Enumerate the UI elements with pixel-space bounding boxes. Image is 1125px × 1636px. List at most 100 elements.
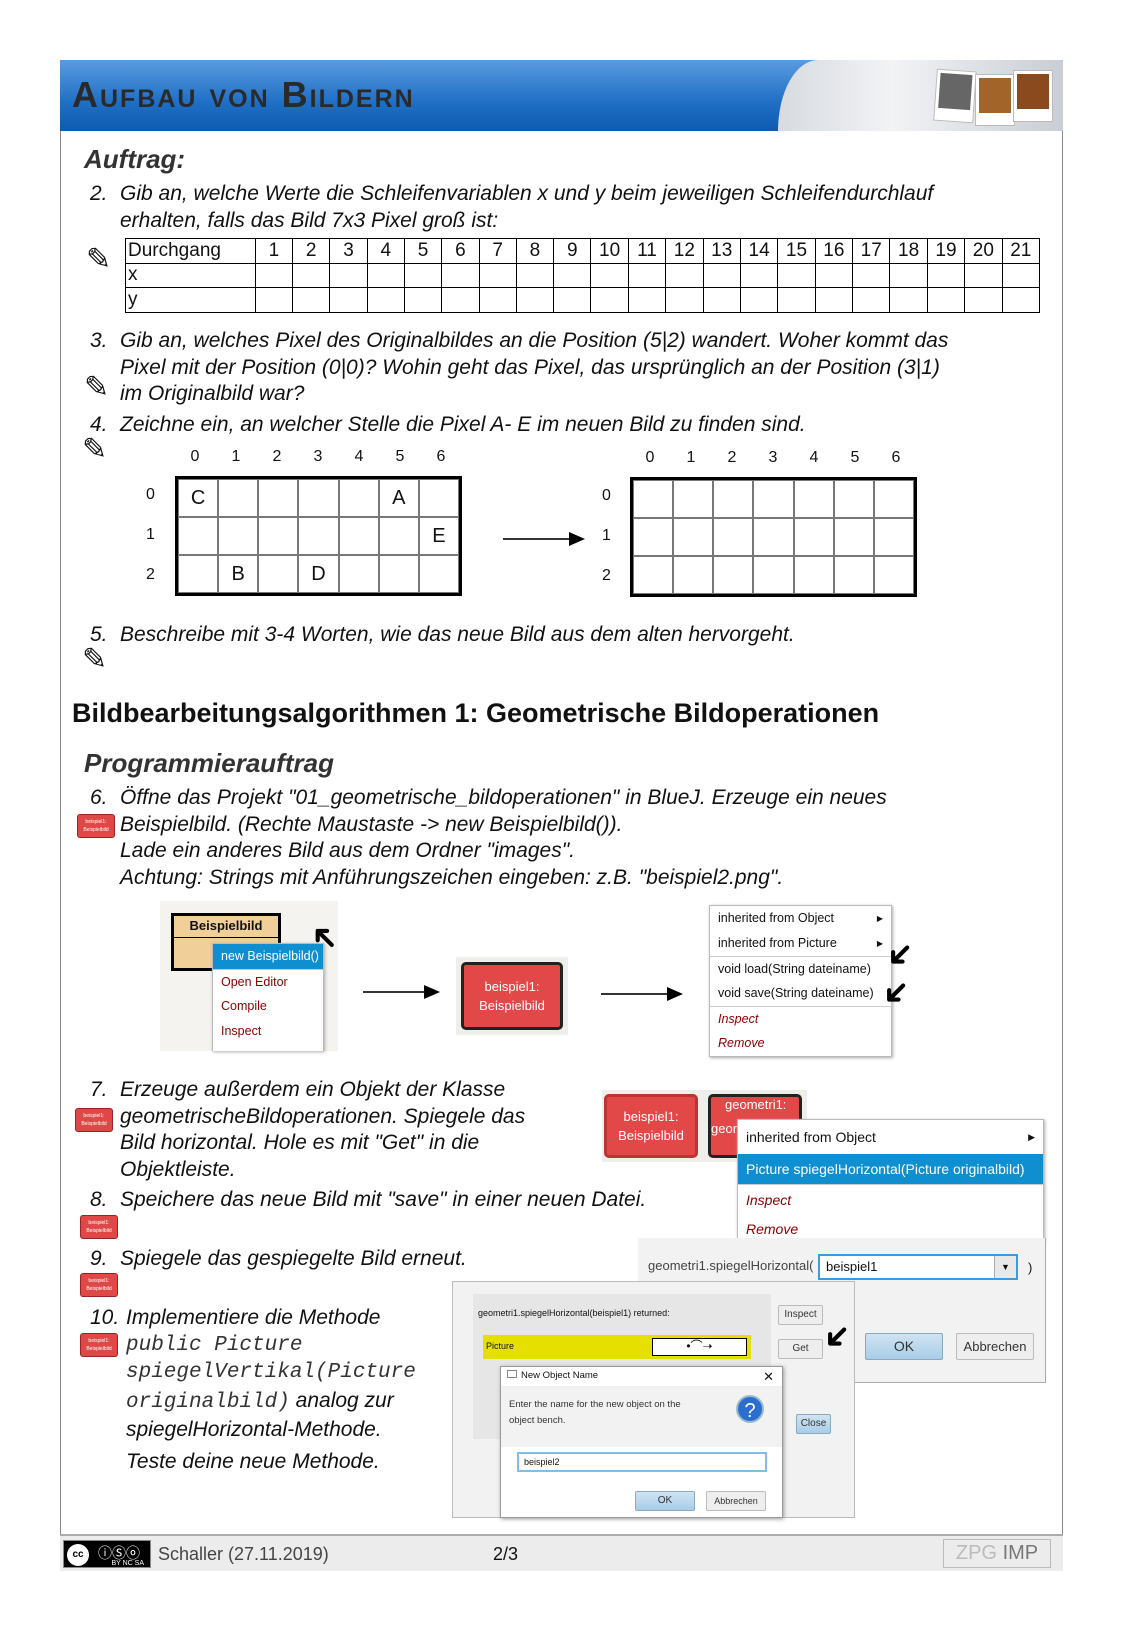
pixel-cell[interactable] — [713, 556, 754, 594]
pixel-cell[interactable] — [753, 518, 794, 556]
pixel-cell[interactable] — [873, 518, 914, 556]
answer-cell[interactable] — [665, 287, 704, 313]
answer-cell[interactable] — [702, 287, 741, 313]
class-name: Beispielbild — [174, 916, 278, 938]
answer-cell[interactable] — [254, 287, 294, 313]
menu-open-editor[interactable]: Open Editor — [213, 969, 323, 994]
cancel-button[interactable]: Abbrechen — [706, 1491, 766, 1511]
menu-label: inherited from Picture — [718, 936, 837, 950]
pixel-cell[interactable] — [793, 518, 834, 556]
answer-cell[interactable] — [889, 262, 928, 288]
answer-cell[interactable] — [926, 287, 966, 313]
pixel-cell — [218, 517, 259, 555]
answer-cell[interactable] — [964, 287, 1003, 313]
answer-cell[interactable] — [852, 287, 891, 313]
pixel-cell — [258, 479, 299, 517]
menu-inspect[interactable]: Inspect — [710, 1006, 891, 1031]
answer-cell[interactable] — [329, 262, 368, 288]
pixel-cell[interactable] — [633, 480, 674, 518]
answer-cell[interactable] — [403, 262, 443, 288]
pixel-cell[interactable] — [713, 480, 754, 518]
menu-inherited-object[interactable]: inherited from Object▶ — [738, 1120, 1043, 1154]
row-label: 1 — [602, 527, 611, 544]
menu-remove[interactable]: Remove — [718, 1036, 765, 1050]
result-row[interactable]: Picture•⌒➝ — [483, 1335, 751, 1359]
answer-cell[interactable] — [1001, 287, 1041, 313]
answer-cell[interactable] — [777, 287, 816, 313]
pixel-cell[interactable] — [673, 556, 714, 594]
ok-button[interactable]: OK — [635, 1491, 695, 1511]
pixel-cell[interactable] — [873, 556, 914, 594]
menu-save[interactable]: void save(String dateiname) — [718, 986, 874, 1000]
parameter-input[interactable]: beispiel1▼ — [818, 1254, 1018, 1280]
pixel-cell[interactable] — [793, 480, 834, 518]
pixel-cell[interactable] — [753, 480, 794, 518]
object-beispiel1[interactable]: beispiel1:Beispielbild — [461, 962, 563, 1030]
answer-cell[interactable] — [814, 262, 854, 288]
answer-cell[interactable] — [292, 262, 331, 288]
pixel-cell[interactable] — [713, 518, 754, 556]
answer-cell[interactable] — [665, 262, 704, 288]
menu-compile[interactable]: Compile — [221, 999, 267, 1013]
pixel-cell[interactable] — [753, 556, 794, 594]
menu-new-beispielbild[interactable]: new Beispielbild() — [213, 944, 323, 969]
answer-cell[interactable] — [590, 287, 629, 313]
dropdown-arrow-icon[interactable]: ▼ — [994, 1256, 1016, 1278]
subsection-heading: Programmierauftrag — [84, 748, 334, 778]
close-icon[interactable]: ✕ — [763, 1369, 774, 1384]
get-button[interactable]: Get — [778, 1339, 823, 1359]
pixel-cell[interactable] — [633, 518, 674, 556]
answer-cell[interactable] — [814, 287, 854, 313]
pixel-cell[interactable] — [633, 556, 674, 594]
answer-cell[interactable] — [254, 262, 294, 288]
answer-cell[interactable] — [441, 287, 480, 313]
menu-inherited-object[interactable]: inherited from Object▶ — [710, 906, 891, 931]
pixel-cell[interactable] — [793, 556, 834, 594]
pixel-cell[interactable] — [873, 480, 914, 518]
menu-inspect[interactable]: Inspect — [221, 1024, 262, 1038]
menu-inherited-picture[interactable]: inherited from Picture▶ — [710, 931, 891, 956]
menu-remove[interactable]: Remove — [746, 1221, 799, 1237]
answer-cell[interactable] — [553, 262, 592, 288]
pixel-cell[interactable] — [833, 480, 874, 518]
pixel-cell[interactable] — [833, 556, 874, 594]
answer-cell[interactable] — [926, 262, 966, 288]
answer-cell[interactable] — [478, 287, 517, 313]
answer-cell[interactable] — [852, 262, 891, 288]
answer-cell[interactable] — [366, 287, 405, 313]
pixel-cell[interactable] — [833, 518, 874, 556]
answer-cell[interactable] — [292, 287, 331, 313]
answer-cell[interactable] — [627, 287, 667, 313]
inspect-button[interactable]: Inspect — [778, 1305, 823, 1325]
answer-cell[interactable] — [366, 262, 405, 288]
menu-inspect[interactable]: Inspect — [738, 1184, 1043, 1214]
task-2: 2. Gib an, welche Werte die Schleifenvar… — [90, 181, 1040, 234]
answer-cell[interactable] — [329, 287, 368, 313]
answer-cell[interactable] — [889, 287, 928, 313]
object-beispiel1[interactable]: beispiel1:Beispielbild — [604, 1094, 698, 1158]
answer-cell[interactable] — [515, 262, 555, 288]
answer-cell[interactable] — [1001, 262, 1041, 288]
answer-cell[interactable] — [403, 287, 443, 313]
answer-cell[interactable] — [702, 262, 741, 288]
answer-cell[interactable] — [739, 262, 779, 288]
answer-cell[interactable] — [739, 287, 779, 313]
cancel-button[interactable]: Abbrechen — [956, 1333, 1034, 1360]
ok-button[interactable]: OK — [865, 1333, 943, 1360]
answer-cell[interactable] — [515, 287, 555, 313]
object-name-input[interactable]: beispiel2 — [517, 1452, 767, 1472]
menu-load[interactable]: void load(String dateiname) — [710, 956, 891, 981]
answer-cell[interactable] — [478, 262, 517, 288]
menu-spiegel-horizontal[interactable]: Picture spiegelHorizontal(Picture origin… — [738, 1154, 1043, 1184]
answer-cell[interactable] — [553, 287, 592, 313]
answer-cell[interactable] — [964, 262, 1003, 288]
pixel-cell[interactable] — [673, 518, 714, 556]
pixel-cell[interactable] — [673, 480, 714, 518]
close-button[interactable]: Close — [796, 1414, 831, 1434]
answer-cell[interactable] — [590, 262, 629, 288]
answer-cell[interactable] — [777, 262, 816, 288]
answer-cell[interactable] — [441, 262, 480, 288]
answer-cell[interactable] — [627, 262, 667, 288]
